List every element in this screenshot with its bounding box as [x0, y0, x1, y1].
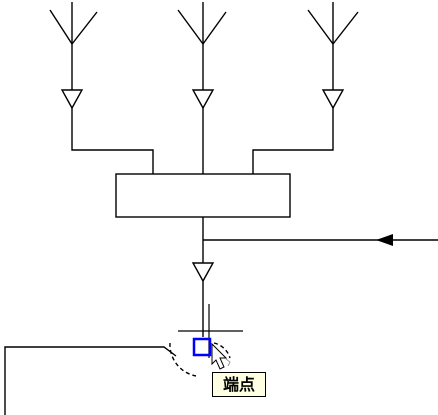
amplifier-triangle-icon[interactable]	[191, 262, 215, 283]
combiner-block[interactable]	[115, 173, 291, 218]
antenna-icon[interactable]	[307, 2, 359, 90]
connection-wire[interactable]	[4, 346, 177, 415]
tracking-arc	[213, 342, 231, 359]
antenna-icon[interactable]	[49, 2, 98, 90]
snap-tooltip: 端点	[212, 372, 266, 397]
tracking-arc	[169, 342, 197, 377]
arrowhead-icon	[376, 234, 393, 246]
amplifier-triangle-icon[interactable]	[60, 89, 84, 110]
mouse-pointer-icon	[211, 342, 228, 370]
amplifier-triangle-icon[interactable]	[321, 89, 345, 110]
endpoint-snap-marker-icon	[192, 337, 212, 357]
connection-wire[interactable]	[252, 108, 334, 174]
mouse-pointer-shadow	[225, 358, 231, 367]
antenna-icon[interactable]	[177, 2, 227, 90]
amplifier-triangle-icon[interactable]	[191, 89, 215, 110]
connection-wire[interactable]	[71, 108, 154, 174]
